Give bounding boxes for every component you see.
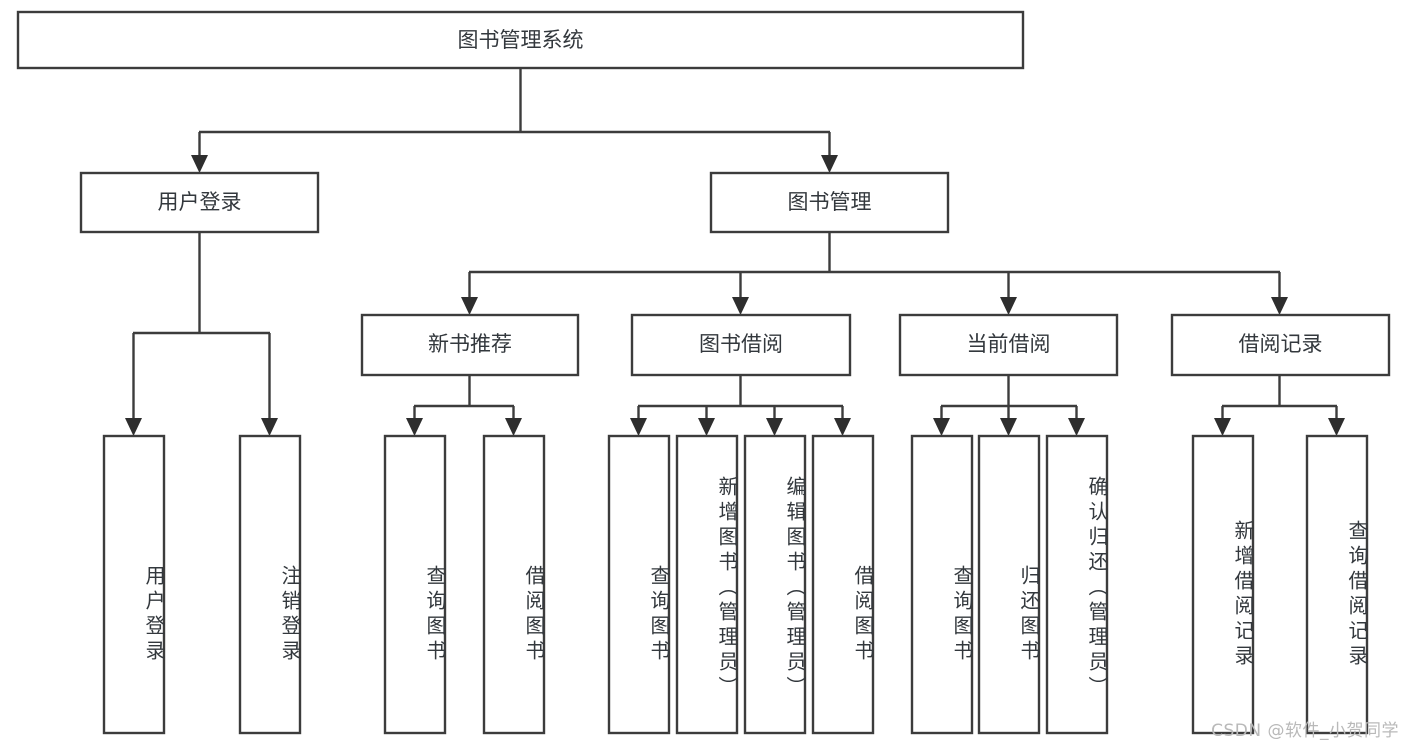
- node-book-manage-box[interactable]: [709, 171, 950, 234]
- arrow-head-leaf-return-book: [1000, 418, 1017, 436]
- node-root-label: 图书管理系统: [458, 28, 584, 52]
- leaf-box-return-book[interactable]: [977, 434, 1041, 735]
- connector-group-currentborrow-to-leaves: [933, 375, 1085, 436]
- node-book-manage-label: 图书管理: [788, 190, 872, 214]
- arrow-head-leaf-borrow-book-1: [505, 418, 522, 436]
- leaf-box-query-record[interactable]: [1305, 434, 1369, 735]
- arrow-head-leaf-query-record: [1328, 418, 1345, 436]
- node-user-login-label: 用户登录: [158, 190, 242, 214]
- leaf-box-borrow-book-2[interactable]: [811, 434, 875, 735]
- leaf-box-query-book-3[interactable]: [910, 434, 974, 735]
- connector-group-newbook-to-leaves: [406, 375, 522, 436]
- node-new-book-recommend[interactable]: 新书推荐: [360, 313, 580, 377]
- leaf-box-query-book-1[interactable]: [383, 434, 447, 735]
- arrow-head-leaf-borrow-book-2: [834, 418, 851, 436]
- node-borrow-record-label: 借阅记录: [1239, 332, 1323, 356]
- csdn-watermark: CSDN @软件_小贺同学: [1211, 721, 1399, 741]
- node-new-book-recommend-label: 新书推荐: [428, 332, 512, 356]
- arrow-head-user-login: [191, 155, 208, 173]
- node-current-borrow-label: 当前借阅: [967, 332, 1051, 356]
- arrow-head-new-book-recommend: [461, 297, 478, 315]
- connector-group-bookborrow-to-leaves: [630, 375, 851, 436]
- node-borrow-record[interactable]: 借阅记录: [1170, 313, 1391, 377]
- arrow-head-book-borrow: [732, 297, 749, 315]
- arrow-head-leaf-edit-book: [766, 418, 783, 436]
- connector-group-borrowrecord-to-leaves: [1214, 375, 1345, 436]
- arrow-head-current-borrow: [1000, 297, 1017, 315]
- leaf-box-query-book-2[interactable]: [607, 434, 671, 735]
- arrow-head-leaf-query-book-3: [933, 418, 950, 436]
- node-book-manage[interactable]: 图书管理: [709, 171, 950, 234]
- leaf-box-borrow-book-1[interactable]: [482, 434, 546, 735]
- connector-group-root-to-level2: [191, 68, 838, 173]
- arrow-head-leaf-add-book: [698, 418, 715, 436]
- node-book-borrow[interactable]: 图书借阅: [630, 313, 852, 377]
- connector-group-bookmanage-to-level3: [461, 232, 1288, 315]
- arrow-head-book-manage: [821, 155, 838, 173]
- node-user-login-box[interactable]: [79, 171, 320, 234]
- arrow-head-leaf-logout: [261, 418, 278, 436]
- arrow-head-leaf-add-record: [1214, 418, 1231, 436]
- arrow-head-leaf-user-login: [125, 418, 142, 436]
- arrow-head-leaf-query-book-2: [630, 418, 647, 436]
- node-user-login[interactable]: 用户登录: [79, 171, 320, 234]
- leaf-box-user-login[interactable]: [102, 434, 166, 735]
- leaf-box-edit-book[interactable]: [743, 434, 807, 735]
- arrow-head-borrow-record: [1271, 297, 1288, 315]
- node-root[interactable]: 图书管理系统: [16, 10, 1025, 70]
- node-borrow-record-box[interactable]: [1170, 313, 1391, 377]
- node-book-borrow-label: 图书借阅: [699, 332, 783, 356]
- arrow-head-leaf-query-book-1: [406, 418, 423, 436]
- leaf-box-logout[interactable]: [238, 434, 302, 735]
- leaf-box-confirm-return[interactable]: [1045, 434, 1109, 735]
- node-book-borrow-box[interactable]: [630, 313, 852, 377]
- leaf-box-add-record[interactable]: [1191, 434, 1255, 735]
- node-root-box[interactable]: [16, 10, 1025, 70]
- node-current-borrow[interactable]: 当前借阅: [898, 313, 1119, 377]
- node-new-book-recommend-box[interactable]: [360, 313, 580, 377]
- leaf-box-add-book[interactable]: [675, 434, 739, 735]
- arrow-head-leaf-confirm-return: [1068, 418, 1085, 436]
- connector-group-userlogin-to-leaves: [125, 232, 278, 436]
- node-current-borrow-box[interactable]: [898, 313, 1119, 377]
